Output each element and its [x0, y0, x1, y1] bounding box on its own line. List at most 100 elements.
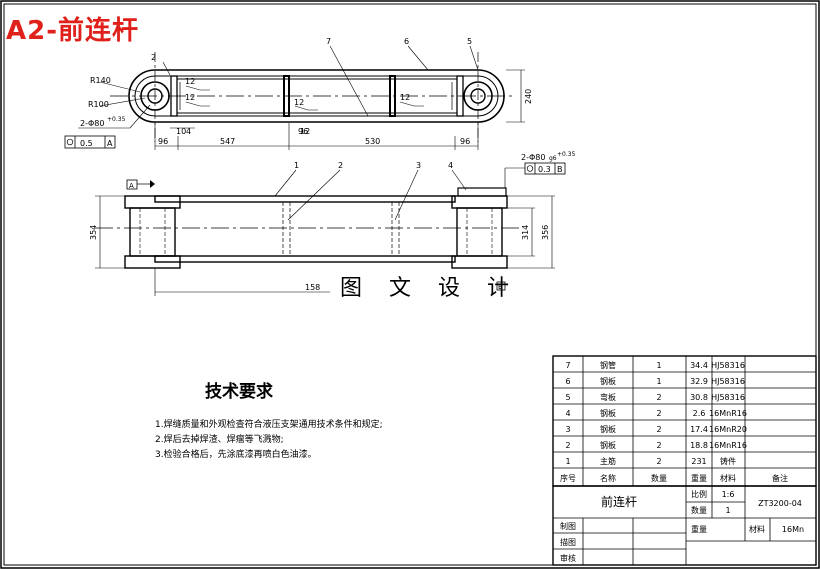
weld-size-3: 12	[294, 98, 304, 107]
dim-r140: R140	[90, 76, 111, 85]
bom-row-qty: 1	[656, 361, 661, 370]
checked-label: 审核	[560, 553, 576, 563]
material-label: 材料	[749, 524, 765, 534]
tech-note: 2.焊后去掉焊渣、焊瘤等飞溅物;	[155, 435, 284, 445]
bom-row-name: 钢板	[600, 440, 616, 450]
front-dim-hole-fit: g6	[549, 155, 557, 162]
bom-header-material: 材料	[720, 473, 736, 483]
dim-r100: R100	[88, 100, 109, 109]
dim-240: 240	[524, 89, 533, 104]
bom-header-qty: 数量	[651, 473, 667, 483]
bom-row-weight: 32.9	[690, 377, 708, 386]
dim-hole-tol: +0.35	[107, 116, 126, 123]
top-part-7: 7	[326, 37, 331, 46]
weight-label: 重量	[691, 524, 707, 534]
bom-row-weight: 2.6	[693, 409, 706, 418]
bom-header-no: 序号	[560, 473, 576, 483]
bom-row-name: 弯板	[600, 392, 616, 402]
front-tol-datum: B	[557, 165, 563, 174]
bom-row-weight: 30.8	[690, 393, 708, 402]
bom-row-material: 铸件	[720, 456, 736, 466]
dim-96-a: 96	[158, 137, 168, 146]
bom-row-no: 2	[565, 441, 570, 450]
bom-row-no: 1	[565, 457, 570, 466]
dim-158: 158	[305, 283, 320, 292]
inner-border	[3, 3, 817, 566]
front-dim-hole-tol: +0.35	[557, 151, 576, 158]
bom-row-no: 6	[565, 377, 570, 386]
datum-a-label: A	[129, 182, 134, 190]
scale-value: 1:6	[722, 490, 735, 499]
front-part-1: 1	[294, 161, 299, 170]
bom-row-no: 4	[565, 409, 570, 418]
tech-requirements-title: 技术要求	[205, 382, 273, 402]
weld-size-5: 12	[300, 127, 310, 136]
bom-row-no: 5	[565, 393, 570, 402]
title-block	[552, 485, 817, 566]
part-name: 前连杆	[601, 494, 637, 509]
tech-note: 1.焊缝质量和外观检查符合液压支架通用技术条件和规定;	[155, 420, 383, 430]
top-part-6: 6	[404, 37, 409, 46]
watermark-text: 图 文 设 计	[340, 276, 519, 301]
front-part-4: 4	[448, 161, 453, 170]
bom-header-weight: 重量	[691, 473, 707, 483]
material-value: 16Mn	[782, 525, 804, 534]
dim-356: 356	[541, 225, 550, 240]
drawing-number: ZT3200-04	[758, 499, 802, 508]
top-view	[64, 45, 525, 150]
dim-547: 547	[220, 137, 235, 146]
tech-note: 3.检验合格后，先涂底漆再喷白色油漆。	[155, 450, 317, 460]
bom-row-material: 16MnR16	[709, 409, 747, 418]
bom-header-name: 名称	[600, 473, 616, 483]
scale-label: 比例	[691, 489, 707, 499]
bom-row-name: 钢板	[600, 408, 616, 418]
bom-row-weight: 231	[691, 457, 706, 466]
front-part-3: 3	[416, 161, 421, 170]
dim-96-b: 96	[460, 137, 470, 146]
bom-row-name: 主筋	[600, 456, 616, 466]
drawing-title-tag: A2-前连杆	[6, 16, 140, 46]
qty-label: 数量	[691, 505, 707, 515]
dim-plate: 10	[176, 127, 186, 136]
bom-text: 7 钢管 1 34.4 HJ58316 6 钢板 1 32.9 HJ58316 …	[560, 360, 788, 483]
weld-size-1: 12	[185, 77, 195, 86]
top-part-2: 2	[151, 53, 156, 62]
bom-row-material: HJ58316	[711, 393, 745, 402]
bom-row-material: 16MnR20	[709, 425, 747, 434]
bom-row-qty: 1	[656, 377, 661, 386]
bom-row-qty: 2	[656, 457, 661, 466]
bom-row-material: 16MnR16	[709, 441, 747, 450]
title-block-text: 前连杆 比例 1:6 数量 1 ZT3200-04 重量 材料 16Mn 制图 …	[560, 489, 804, 563]
traced-label: 描图	[560, 537, 576, 547]
dim-314: 314	[521, 225, 530, 240]
bom-row-qty: 2	[656, 409, 661, 418]
tol-box-datum: A	[107, 139, 113, 148]
weld-size-2: 12	[185, 93, 195, 102]
tol-box-value: 0.5	[80, 139, 93, 148]
bom-row-weight: 17.4	[690, 425, 708, 434]
bom-row-name: 钢板	[600, 376, 616, 386]
bom-row-no: 3	[565, 425, 570, 434]
dim-96-c: 96	[298, 127, 308, 136]
bom-row-qty: 2	[656, 441, 661, 450]
bom-row-name: 钢管	[600, 360, 616, 370]
front-part-2: 2	[338, 161, 343, 170]
bom-row-weight: 18.8	[690, 441, 708, 450]
qty-value: 1	[725, 506, 730, 515]
bom-row-name: 钢板	[600, 424, 616, 434]
bom-row-material: HJ58316	[711, 377, 745, 386]
bom-table	[552, 355, 817, 487]
dim-530: 530	[365, 137, 380, 146]
front-view	[95, 162, 566, 296]
bom-row-qty: 2	[656, 393, 661, 402]
bom-row-qty: 2	[656, 425, 661, 434]
dim-hole: 2-Φ80	[80, 119, 104, 128]
weld-size-4: 12	[400, 93, 410, 102]
dim-354: 354	[89, 225, 98, 240]
dim-plate-gap: 4	[186, 127, 191, 136]
datum-b-label: B	[498, 283, 503, 291]
front-tol-value: 0.3	[538, 165, 551, 174]
bom-header-remark: 备注	[772, 473, 788, 483]
